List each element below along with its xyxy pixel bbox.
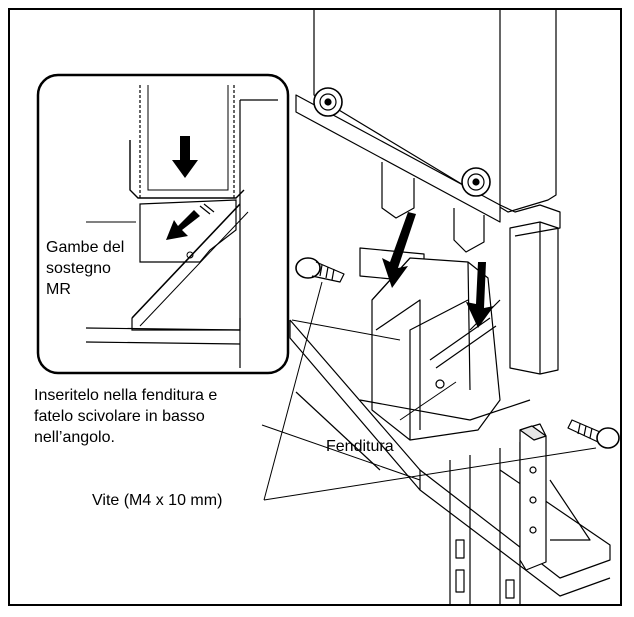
support-leg-bracket — [359, 247, 531, 441]
screw-left-icon — [295, 257, 345, 283]
legs-label-line: sostegno — [46, 260, 111, 277]
legs-label-line: Gambe del — [46, 239, 125, 256]
legs-label: Gambe del sostegno MR — [46, 237, 124, 300]
illustration-frame — [8, 8, 622, 606]
instruction-line: fatelo scivolare in basso — [34, 408, 205, 425]
instruction-line: Inseritelo nella fenditura e — [34, 387, 218, 404]
instruction-text: Inseritelo nella fenditura e fatelo sciv… — [34, 385, 217, 448]
mounting-tabs — [381, 162, 485, 253]
slot-label: Fenditura — [326, 438, 394, 455]
legs-label-line: MR — [46, 281, 71, 298]
upper-unit — [295, 10, 561, 237]
detail-inset — [36, 73, 290, 375]
arrow-down-icon — [382, 212, 494, 328]
instruction-line: nell’angolo. — [34, 429, 115, 446]
screw-right-icon — [567, 419, 620, 449]
screw-label: Vite (M4 x 10 mm) — [92, 492, 223, 509]
mr-stand-column — [449, 221, 559, 606]
leader-lines — [261, 281, 597, 501]
